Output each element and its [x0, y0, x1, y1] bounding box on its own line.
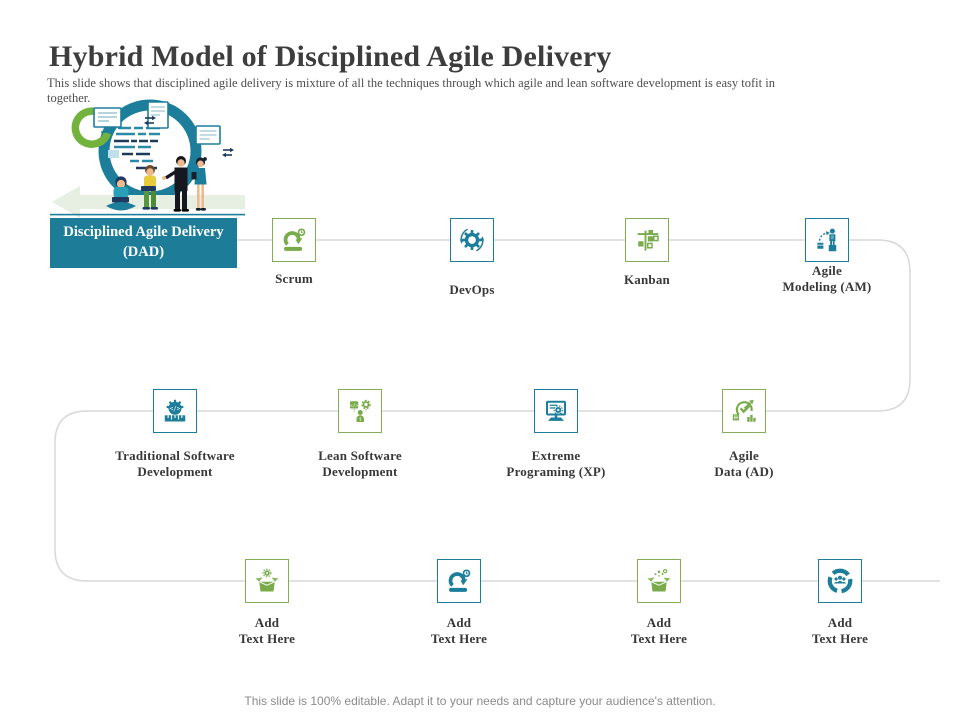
- node-label-add-text-3[interactable]: Add Text Here: [630, 615, 688, 647]
- node-label-kanban: Kanban: [623, 272, 670, 287]
- lean-development-icon: </> $: [350, 399, 371, 422]
- node-label-traditional-development: Traditional Software Development: [115, 448, 235, 480]
- node-label-lean-development: Lean Software Development: [318, 448, 402, 480]
- node-devops[interactable]: [450, 218, 494, 262]
- node-label-add-text-4[interactable]: Add Text Here: [811, 615, 869, 647]
- node-label-add-text-1[interactable]: Add Text Here: [238, 615, 296, 647]
- node-label-agile-modeling: Agile Modeling (AM): [782, 263, 872, 295]
- agile-team-illustration: [50, 99, 245, 218]
- footer-note: This slide is 100% editable. Adapt it to…: [244, 694, 716, 708]
- team-circle-icon: [827, 568, 853, 594]
- page-title: Hybrid Model of Disciplined Agile Delive…: [49, 40, 612, 74]
- extreme-programming-icon: [546, 400, 566, 421]
- open-box-gear-icon: [255, 568, 279, 592]
- node-kanban[interactable]: [625, 218, 669, 262]
- slide-subtitle: This slide shows that disciplined agile …: [47, 76, 775, 105]
- node-traditional-development[interactable]: </>: [153, 389, 197, 433]
- dad-title-box[interactable]: Disciplined Agile Delivery (DAD): [50, 218, 237, 268]
- node-agile-modeling[interactable]: [805, 218, 849, 262]
- node-label-add-text-2[interactable]: Add Text Here: [430, 615, 488, 647]
- node-label-extreme-programming: Extreme Programing (XP): [506, 448, 606, 480]
- node-label-agile-data: Agile Data (AD): [714, 448, 774, 480]
- open-box-sparkle-icon: [647, 568, 671, 592]
- node-lean-development[interactable]: </> $: [338, 389, 382, 433]
- svg-text:</>: </>: [350, 403, 358, 409]
- node-add-text-2[interactable]: [437, 559, 481, 603]
- devops-gear-icon: [459, 228, 485, 252]
- node-add-text-4[interactable]: [818, 559, 862, 603]
- agile-data-icon: [732, 400, 756, 422]
- agile-modeling-icon: [817, 228, 837, 252]
- node-label-scrum: Scrum: [275, 271, 313, 286]
- node-add-text-1[interactable]: [245, 559, 289, 603]
- traditional-development-icon: </>: [164, 399, 186, 422]
- node-agile-data[interactable]: [722, 389, 766, 433]
- node-add-text-3[interactable]: [637, 559, 681, 603]
- svg-text:</>: </>: [170, 406, 181, 412]
- node-label-devops: DevOps: [449, 282, 495, 297]
- scrum-loop-icon: [283, 228, 306, 251]
- node-scrum[interactable]: [272, 218, 316, 262]
- svg-text:$: $: [359, 416, 362, 421]
- scrum-loop-icon: [448, 569, 471, 592]
- kanban-board-icon: [637, 230, 659, 251]
- node-extreme-programming[interactable]: [534, 389, 578, 433]
